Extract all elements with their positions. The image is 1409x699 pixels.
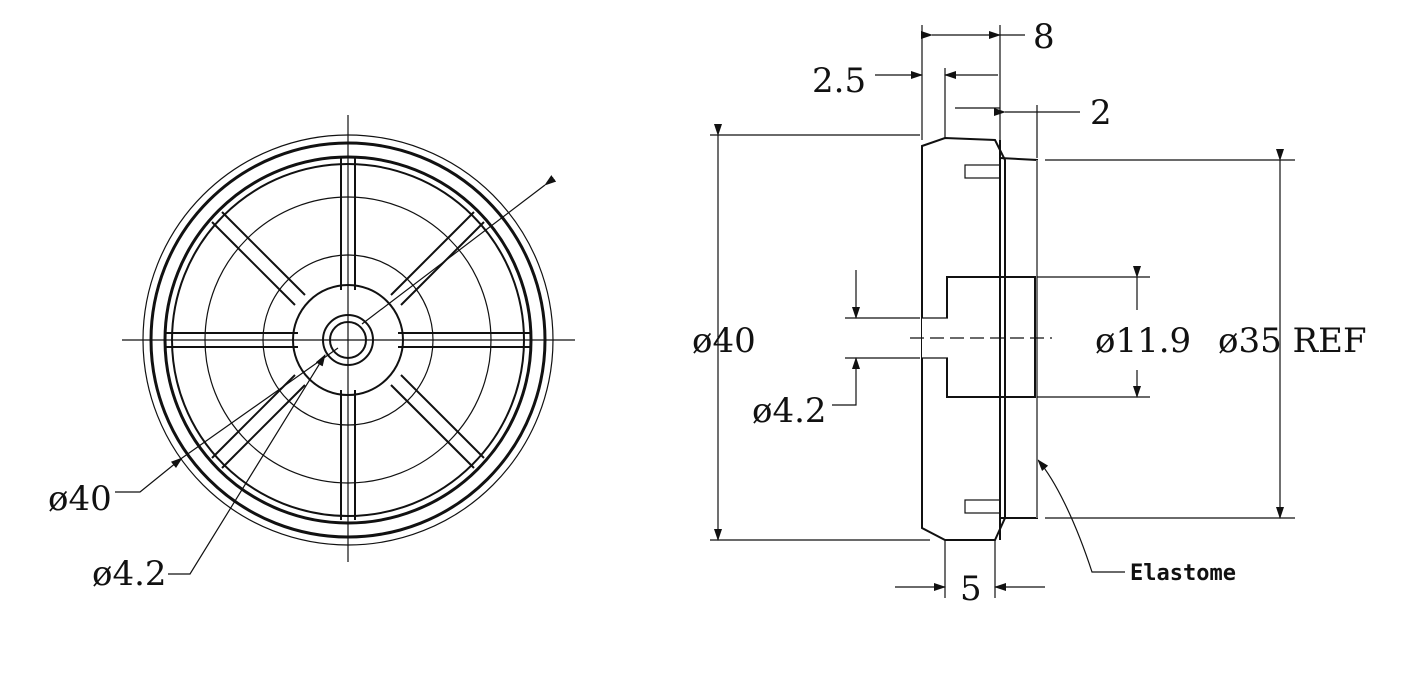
material-label: Elastome [1130, 561, 1236, 586]
side-section-view: 8 2.5 2 ø40 ø11.9 ø35 REF ø4.2 5 Elastom… [692, 17, 1367, 609]
center-lines [122, 115, 575, 562]
step-dimension-label: 2.5 [812, 61, 866, 101]
front-outer-diameter-label: ø40 [48, 479, 112, 519]
width-dimension-label: 8 [1033, 17, 1055, 57]
elastomer-thickness-label: 2 [1090, 93, 1112, 133]
spokes [166, 157, 530, 520]
front-leaders [115, 175, 557, 575]
side-hole-diameter-label: ø4.2 [752, 391, 827, 431]
front-hole-diameter-label: ø4.2 [92, 554, 167, 594]
bore-diameter-label: ø11.9 [1095, 321, 1191, 361]
side-outer-diameter-label: ø40 [692, 321, 756, 361]
front-view: ø40 ø4.2 [48, 115, 575, 594]
reference-diameter-label: ø35 REF [1218, 321, 1367, 361]
section-body [921, 136, 1038, 541]
side-dimension-lines [710, 25, 1295, 598]
rim-width-label: 5 [960, 569, 982, 609]
